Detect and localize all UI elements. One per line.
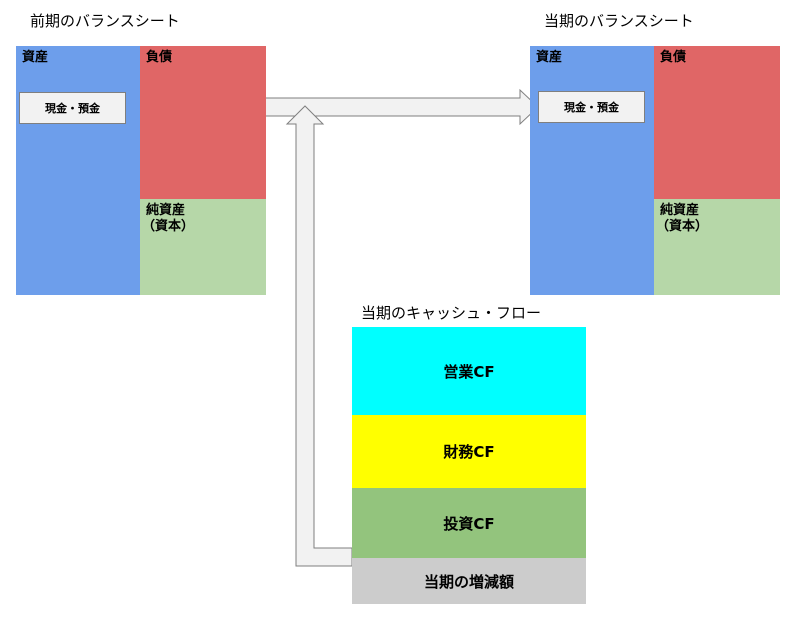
financing-cf-label: 財務CF: [443, 443, 495, 461]
prev-equity-label: 純資産: [146, 203, 186, 218]
cashflow-title: 当期のキャッシュ・フロー: [361, 304, 542, 322]
curr-cash-box: 現金・預金: [538, 91, 645, 123]
prev-equity-sublabel: （資本）: [142, 219, 195, 234]
operating-cf-block: 営業CF: [352, 327, 586, 415]
curr-assets-block: 資産: [530, 46, 654, 295]
net-change-arrow: [285, 105, 353, 567]
operating-cf-label: 営業CF: [443, 362, 495, 381]
prev-liabilities-block: 負債: [140, 46, 266, 199]
financing-cf-block: 財務CF: [352, 415, 586, 488]
prev-liabilities-label: 負債: [146, 50, 173, 65]
net-change-label: 当期の増減額: [423, 572, 514, 591]
curr-liabilities-block: 負債: [654, 46, 780, 199]
investing-cf-label: 投資CF: [443, 514, 495, 533]
curr-equity-block: 純資産 （資本）: [654, 199, 780, 295]
prev-equity-block: 純資産 （資本）: [140, 199, 266, 295]
net-change-block: 当期の増減額: [352, 558, 586, 604]
curr-equity-label: 純資産: [660, 203, 700, 218]
prev-assets-block: 資産: [16, 46, 140, 295]
curr-assets-label: 資産: [536, 50, 563, 65]
curr-cash-label: 現金・預金: [564, 101, 619, 114]
curr-bs-title: 当期のバランスシート: [544, 12, 694, 30]
prev-assets-label: 資産: [22, 50, 49, 65]
prev-cash-box: 現金・預金: [19, 92, 126, 124]
curr-equity-sublabel: （資本）: [656, 219, 709, 234]
investing-cf-block: 投資CF: [352, 488, 586, 558]
prev-cash-label: 現金・預金: [45, 102, 100, 115]
prev-bs-title: 前期のバランスシート: [30, 12, 180, 30]
curr-liabilities-label: 負債: [660, 50, 687, 65]
